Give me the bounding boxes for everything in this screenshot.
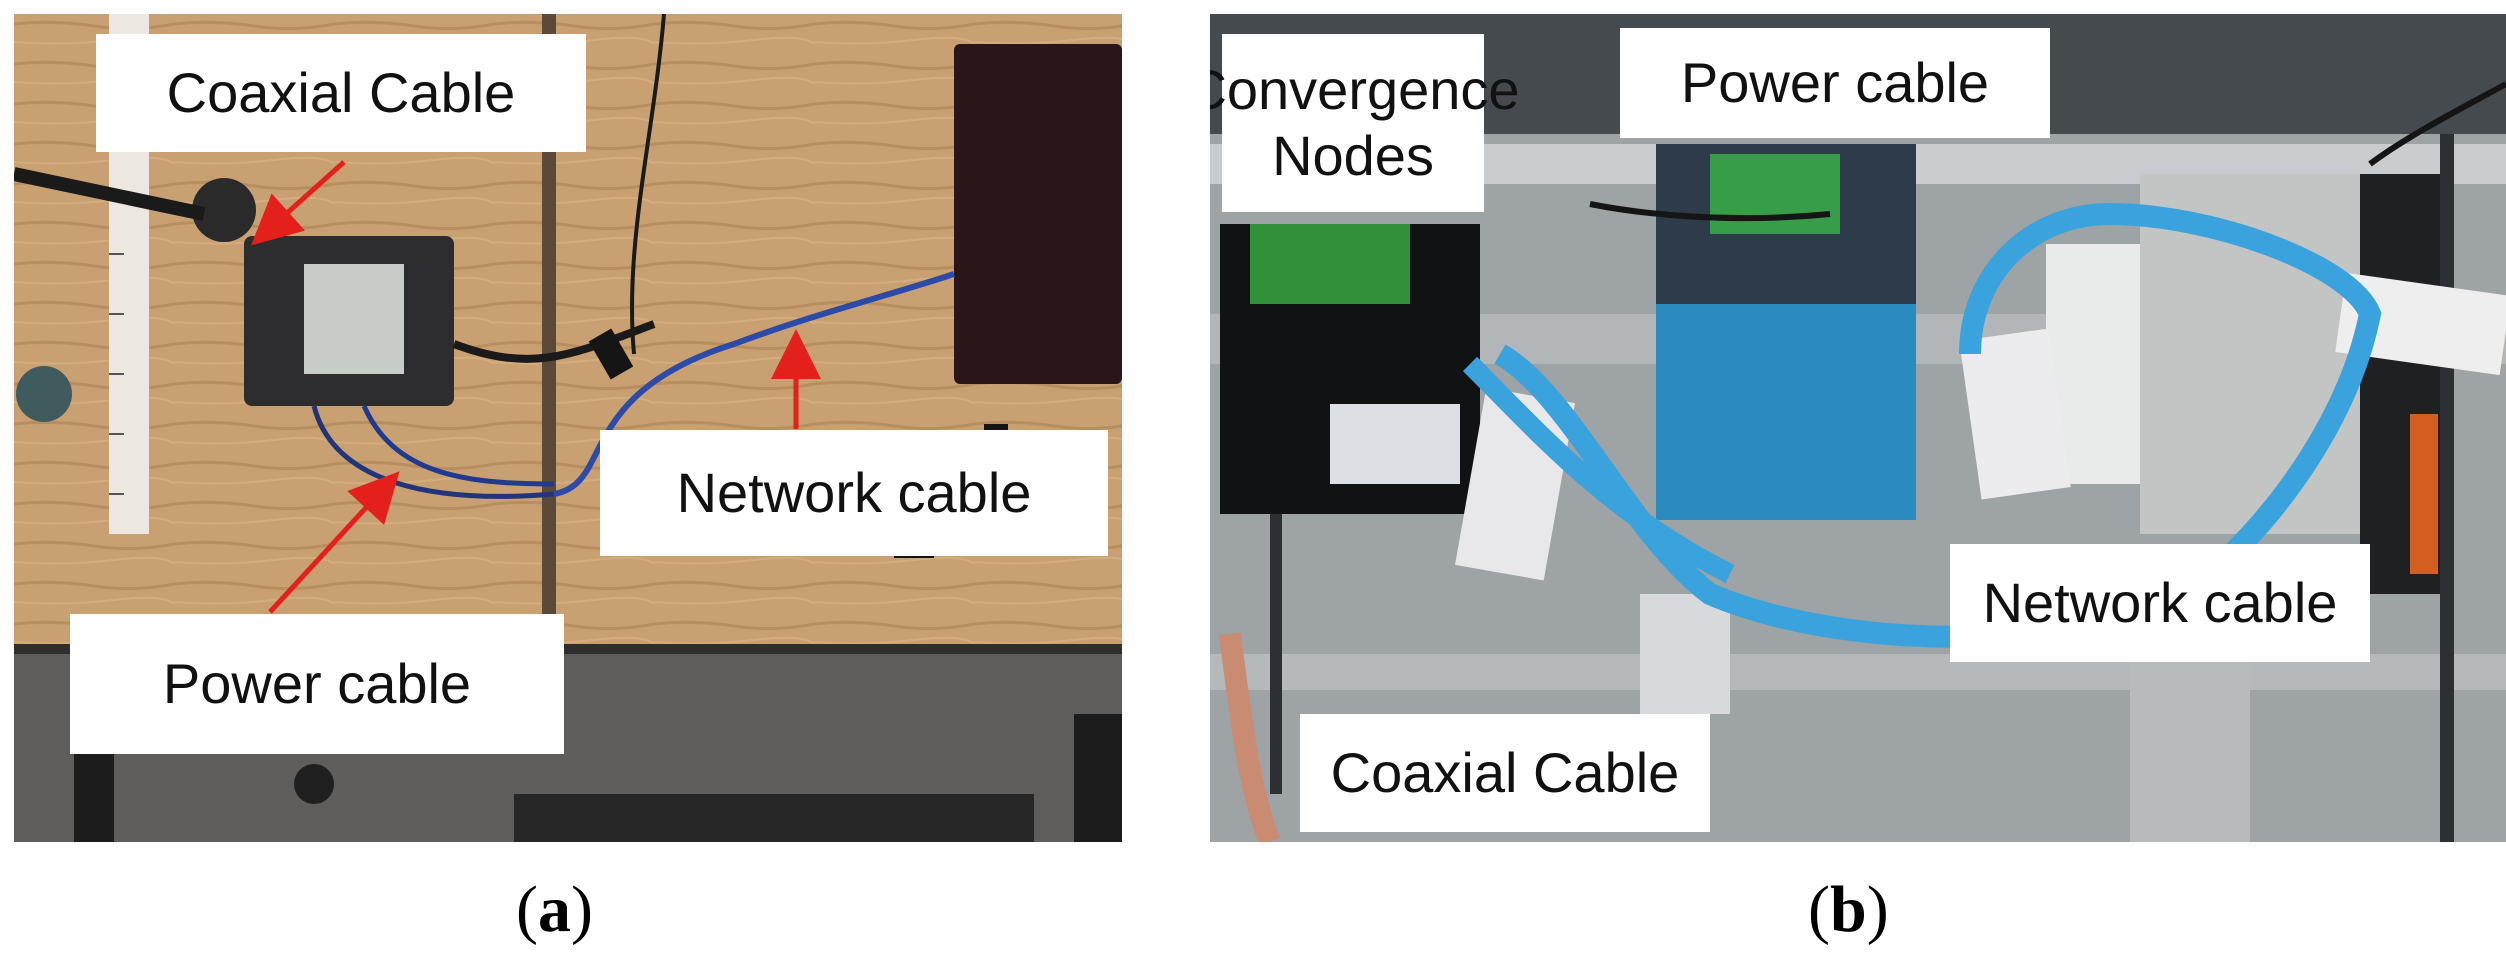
floor-device [1074,714,1122,842]
caption-b-open: ( [1808,873,1830,946]
label-convergence-line1: Convergence [1210,58,1520,121]
caption-b: (b) [1808,872,1889,948]
heatsink [2130,654,2250,842]
label-coaxial-cable-b: Coaxial Cable [1300,714,1710,832]
label-power-cable-b: Power cable [1620,28,2050,138]
label-power-cable-a: Power cable [70,614,564,754]
floor-box [514,794,1034,842]
network-cable-loop [1494,202,2382,648]
power-cable-wire-b [1589,201,1831,222]
network-cable-wire [553,271,955,497]
coaxial-cable-wire [1219,632,1281,842]
label-coaxial-cable-a: Coaxial Cable [96,34,586,152]
desk-seam [542,14,556,644]
label-network-cable-a: Network cable [600,430,1108,556]
laptop [954,44,1122,384]
label-convergence-nodes: Convergence Nodes [1210,34,1520,212]
label-network-cable-b: Network cable [1950,544,2370,662]
floor-knob [294,764,334,804]
caption-b-letter: b [1829,873,1867,946]
black-cable [452,320,656,363]
caption-a: (a) [516,872,593,948]
cabinet-scene-photo [1210,14,2506,842]
arrow-to-coaxial [251,160,346,246]
caption-b-close: ) [1866,873,1889,946]
device-label-sticker [304,264,404,374]
antenna-base [192,178,256,242]
caption-a-open: ( [516,873,538,946]
caption-a-letter: a [537,873,571,946]
label-convergence-line2: Nodes [1272,124,1434,187]
arrow-to-power-cable [268,471,400,614]
antenna-rod [14,167,206,221]
caption-a-close: ) [570,873,593,946]
tape-roll [16,366,72,422]
photo-panel-a: Coaxial Cable Network cable Power cable [14,14,1122,842]
photo-panel-b: Convergence Nodes Power cable Network ca… [1210,14,2506,842]
